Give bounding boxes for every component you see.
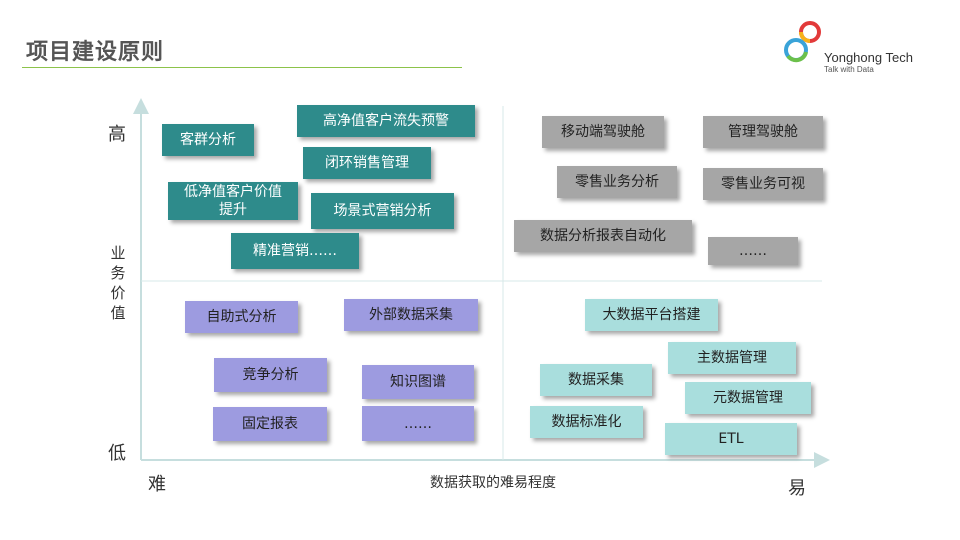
- item-self-service-analysis: 自助式分析: [185, 301, 298, 333]
- item-bottom-left-more: ……: [362, 406, 474, 441]
- y-axis-title: 业务价值: [110, 244, 126, 322]
- logo-name: Yonghong Tech: [824, 50, 913, 65]
- item-external-data-collection: 外部数据采集: [344, 299, 478, 331]
- x-axis-easy-label: 易: [788, 478, 806, 499]
- item-big-data-platform: 大数据平台搭建: [585, 299, 718, 331]
- page-title: 项目建设原则: [26, 40, 165, 65]
- company-logo: Yonghong Tech Talk with Data: [780, 18, 920, 78]
- item-low-value-customer-uplift: 低净值客户价值提升: [168, 182, 298, 220]
- x-axis-title: 数据获取的难易程度: [430, 475, 556, 491]
- item-retail-business-analysis: 零售业务分析: [557, 166, 677, 198]
- item-top-right-more: ……: [708, 237, 798, 265]
- logo-tagline: Talk with Data: [824, 65, 874, 74]
- item-high-value-churn-warning: 高净值客户流失预警: [297, 105, 475, 137]
- item-retail-business-visual: 零售业务可视: [703, 168, 823, 200]
- item-metadata-management: 元数据管理: [685, 382, 811, 414]
- x-axis-hard-label: 难: [148, 474, 166, 495]
- item-data-standardization: 数据标准化: [530, 406, 643, 438]
- item-fixed-reports: 固定报表: [213, 407, 327, 441]
- title-underline: [22, 67, 462, 68]
- item-etl: ETL: [665, 423, 797, 455]
- logo-icon: [784, 21, 821, 63]
- item-data-collection: 数据采集: [540, 364, 652, 396]
- item-knowledge-graph: 知识图谱: [362, 365, 474, 399]
- item-competition-analysis: 竞争分析: [214, 358, 327, 392]
- item-scenario-marketing: 场景式营销分析: [311, 193, 454, 229]
- item-mobile-cockpit: 移动端驾驶舱: [542, 116, 664, 148]
- item-management-cockpit: 管理驾驶舱: [703, 116, 823, 148]
- item-report-automation: 数据分析报表自动化: [514, 220, 692, 252]
- y-axis-high-label: 高: [108, 124, 126, 145]
- item-closed-loop-sales: 闭环销售管理: [303, 147, 431, 179]
- item-customer-group-analysis: 客群分析: [162, 124, 254, 156]
- item-master-data-management: 主数据管理: [668, 342, 796, 374]
- item-precision-marketing: 精准营销……: [231, 233, 359, 269]
- y-axis-low-label: 低: [108, 443, 126, 464]
